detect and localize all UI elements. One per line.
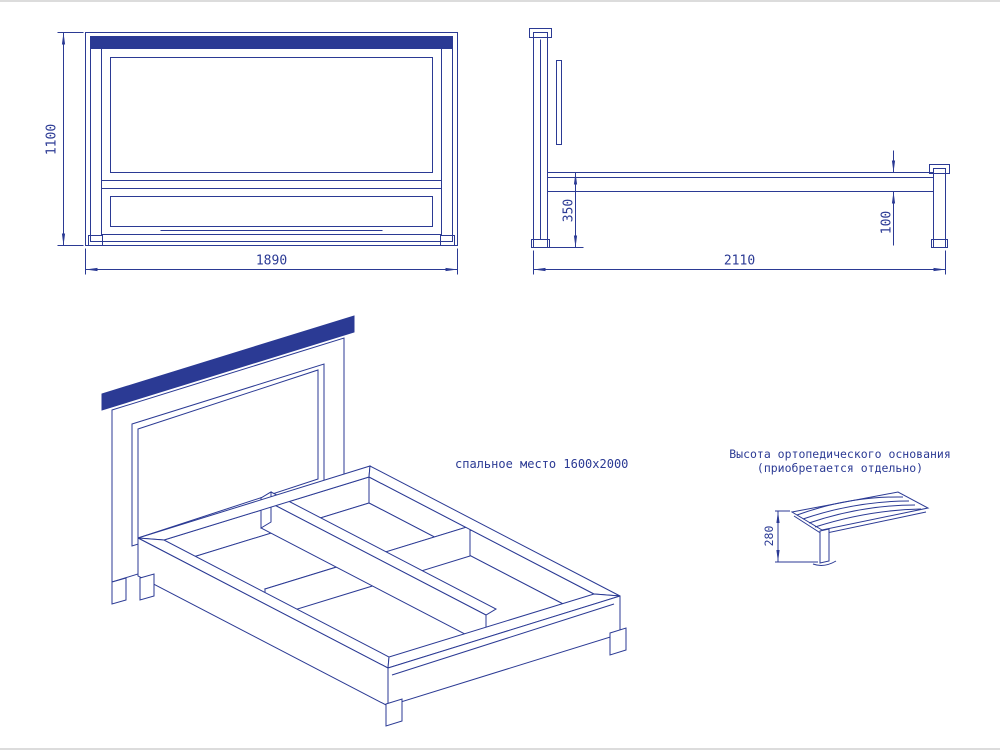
side-view: 350 100 2110 [529, 28, 950, 275]
front-width-label: 1890 [256, 254, 287, 269]
side-base-height-label: 350 [562, 199, 577, 222]
headboard-lower-panel [110, 196, 433, 227]
orthopedic-base-caption-line1: Высота ортопедического основания [729, 447, 951, 461]
iso-head-left-leg [139, 573, 155, 601]
side-length-dimension: 2110 [533, 250, 946, 275]
headboard-molding-strip [556, 60, 562, 145]
foot-post [933, 168, 946, 248]
iso-headboard-left-leg [111, 577, 127, 605]
front-width-dimension: 1890 [85, 248, 458, 275]
slat-curve-3 [808, 504, 916, 524]
side-length-label: 2110 [724, 254, 755, 269]
orthopedic-base-caption-line2: (приобретается отдельно) [757, 461, 923, 475]
headboard-crown-band [90, 36, 453, 49]
headboard-rail-lines [101, 180, 442, 189]
headboard-frame-line [90, 36, 453, 242]
iso-foot-left-leg [385, 698, 403, 727]
side-base-height-dimension: 350 [549, 172, 584, 248]
iso-headboard-crown [101, 315, 355, 411]
dim-extension-lines [57, 32, 84, 246]
headboard-profile-base [531, 239, 550, 248]
slat-base-leg [819, 528, 830, 564]
orthopedic-base-view: Высота ортопедического основания (приобр… [729, 447, 951, 566]
slat-curve-1 [796, 496, 904, 516]
headboard-left-foot [88, 235, 103, 246]
front-height-label: 1100 [45, 124, 60, 155]
slat-curve-2 [802, 500, 910, 520]
side-rail [547, 172, 934, 192]
foot-post-cap [929, 164, 950, 174]
headboard-outer-frame [85, 32, 458, 246]
headboard-inner-frame [101, 48, 442, 235]
isometric-view: спальное место 1600x2000 [101, 315, 628, 727]
side-rail-height-dimension: 100 [880, 150, 896, 246]
headboard-profile-cap [529, 28, 552, 38]
iso-footboard-trim-line [391, 603, 615, 676]
side-rail-height-label: 100 [880, 211, 895, 234]
headboard-right-foot [440, 235, 455, 246]
sleeping-area-label: спальное место 1600x2000 [455, 457, 628, 471]
orthopedic-base-height-dimension: 280 [762, 510, 818, 563]
front-height-dimension: 1100 [45, 32, 84, 246]
slat-curve-4 [814, 508, 922, 528]
headboard-panel [110, 57, 433, 173]
iso-headboard-panel-inner [137, 369, 319, 539]
orthopedic-base-height-label: 280 [762, 526, 776, 547]
foot-post-base [931, 239, 948, 248]
dim-extension-lines [775, 510, 818, 563]
slat-base-platform [790, 491, 930, 531]
iso-foot-right-leg [609, 627, 627, 656]
slat-base-foot [812, 560, 837, 566]
front-view: 1100 1890 [45, 32, 458, 275]
